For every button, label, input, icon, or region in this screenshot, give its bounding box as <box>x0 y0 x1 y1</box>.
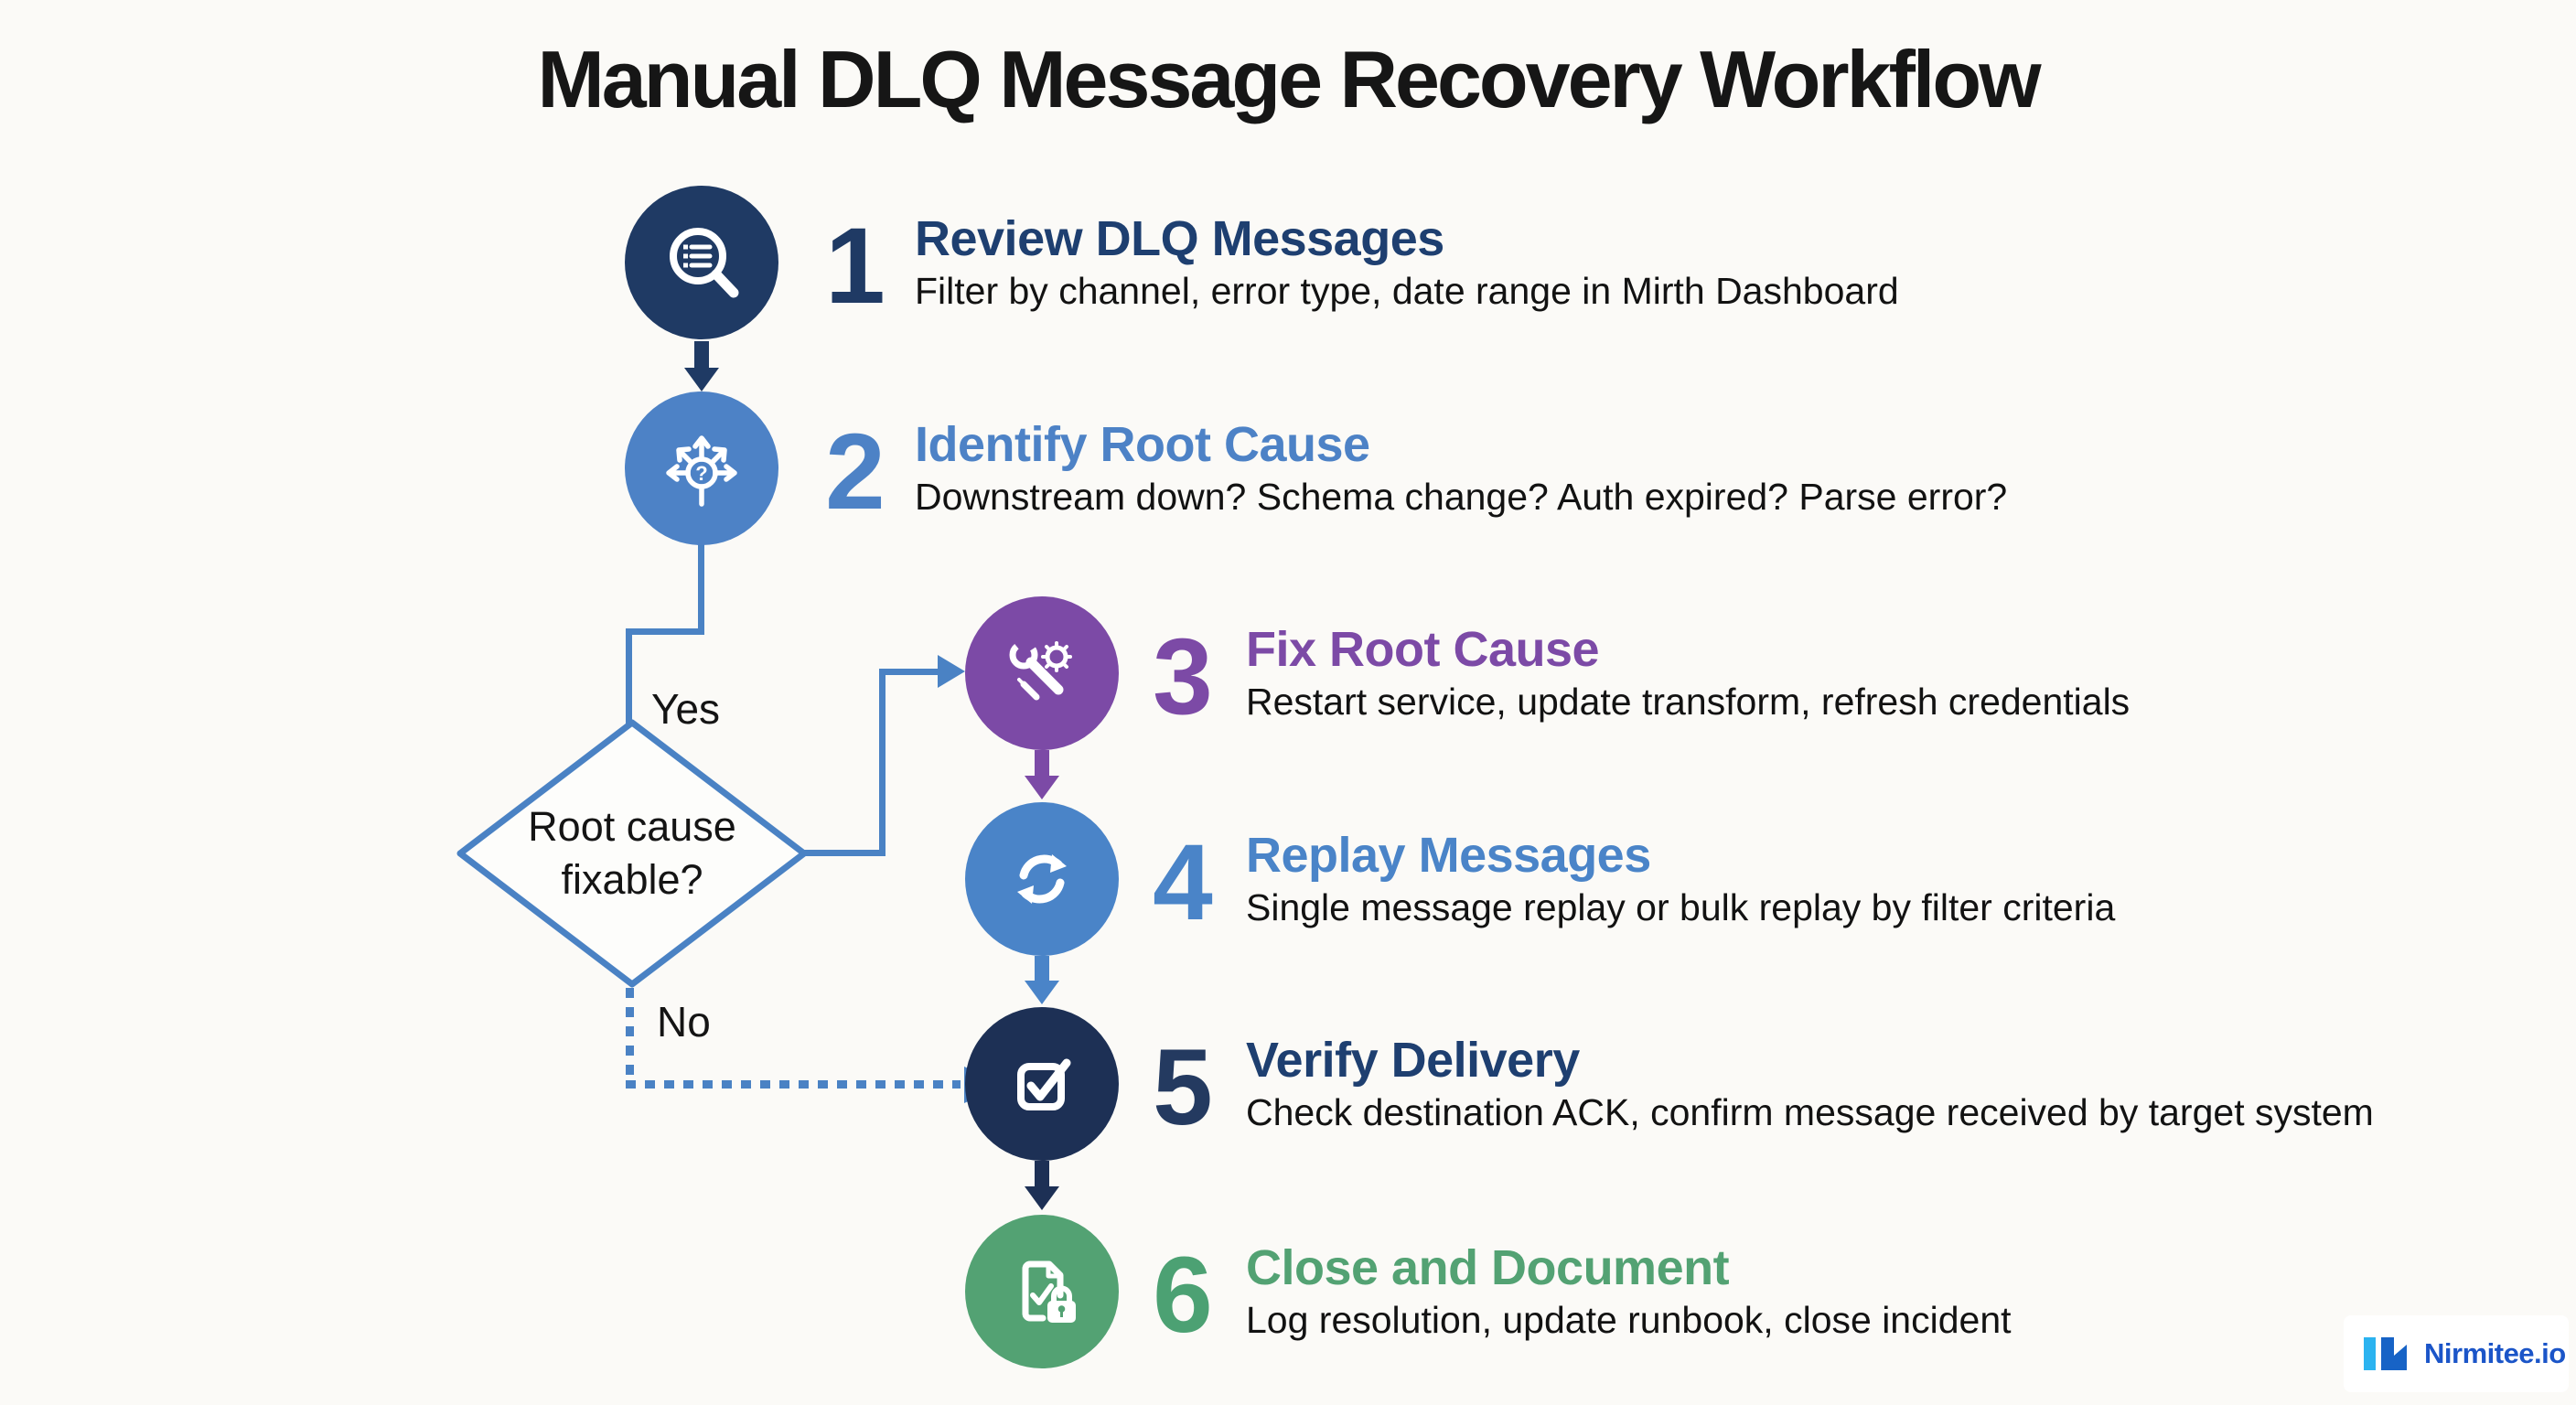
search-list-icon <box>670 228 739 298</box>
connector-yes-horizontal-2 <box>879 669 938 675</box>
step5-circle <box>965 1007 1119 1161</box>
step6-number: 6 <box>1153 1235 1213 1356</box>
arrow-step1-to-step2 <box>694 341 709 368</box>
step1-circle <box>625 186 778 339</box>
step4-circle <box>965 802 1119 956</box>
step4-title: Replay Messages <box>1246 828 1651 883</box>
step5-number: 5 <box>1153 1027 1213 1148</box>
page-title: Manual DLQ Message Recovery Workflow <box>537 34 2041 124</box>
branch-question-icon: ? <box>666 435 737 507</box>
step3-number: 3 <box>1153 617 1213 737</box>
step6-title: Close and Document <box>1246 1240 1730 1295</box>
arrow-step4-to-step5 <box>1035 956 1049 981</box>
arrow-step5-to-step6-head-icon <box>1025 1186 1059 1210</box>
brand-logo: Nirmitee.io <box>2344 1315 2569 1392</box>
connector-yes-vertical <box>879 669 886 856</box>
decision-question: Root cause fixable? <box>528 800 736 906</box>
step2-circle: ? <box>625 391 778 545</box>
decision-question-line2: fixable? <box>561 856 703 903</box>
connector-no-dotted-vertical <box>626 988 634 1081</box>
arrow-step1-to-step2-head-icon <box>684 368 719 391</box>
step6-circle <box>965 1215 1119 1368</box>
step3-circle <box>965 596 1119 750</box>
checkbox-icon <box>1017 1058 1071 1110</box>
yes-arrowhead-icon <box>938 655 965 688</box>
step2-title: Identify Root Cause <box>915 417 1370 472</box>
connector-to-diamond <box>626 628 632 725</box>
arrow-step3-to-step4-head-icon <box>1025 776 1059 799</box>
step1-subtitle: Filter by channel, error type, date rang… <box>915 270 1899 312</box>
brand-logo-mark-icon <box>2364 1337 2407 1370</box>
document-lock-icon <box>1022 1260 1076 1323</box>
step1-number: 1 <box>825 206 886 327</box>
tools-icon <box>1009 640 1072 701</box>
step1-title: Review DLQ Messages <box>915 211 1444 266</box>
brand-logo-text: Nirmitee.io <box>2424 1337 2566 1369</box>
arrow-step3-to-step4 <box>1035 750 1049 776</box>
arrow-step4-to-step5-head-icon <box>1025 981 1059 1004</box>
step5-title: Verify Delivery <box>1246 1033 1580 1088</box>
no-branch-label: No <box>657 998 711 1046</box>
connector-yes-horizontal-1 <box>801 850 886 856</box>
connector-step2-elbow <box>626 628 704 635</box>
step4-subtitle: Single message replay or bulk replay by … <box>1246 886 2116 928</box>
step5-subtitle: Check destination ACK, confirm message r… <box>1246 1091 2374 1133</box>
arrow-step5-to-step6 <box>1035 1161 1049 1186</box>
step3-title: Fix Root Cause <box>1246 622 1600 677</box>
yes-branch-label: Yes <box>651 685 721 733</box>
refresh-icon <box>1017 854 1067 904</box>
step2-subtitle: Downstream down? Schema change? Auth exp… <box>915 476 2008 518</box>
step3-subtitle: Restart service, update transform, refre… <box>1246 681 2131 723</box>
step4-number: 4 <box>1153 822 1213 943</box>
decision-question-line1: Root cause <box>528 803 736 850</box>
svg-text:?: ? <box>695 462 707 485</box>
step2-number: 2 <box>825 412 886 532</box>
step6-subtitle: Log resolution, update runbook, close in… <box>1246 1299 2012 1341</box>
connector-no-dotted-horizontal <box>626 1080 961 1089</box>
connector-step2-down <box>698 542 704 633</box>
